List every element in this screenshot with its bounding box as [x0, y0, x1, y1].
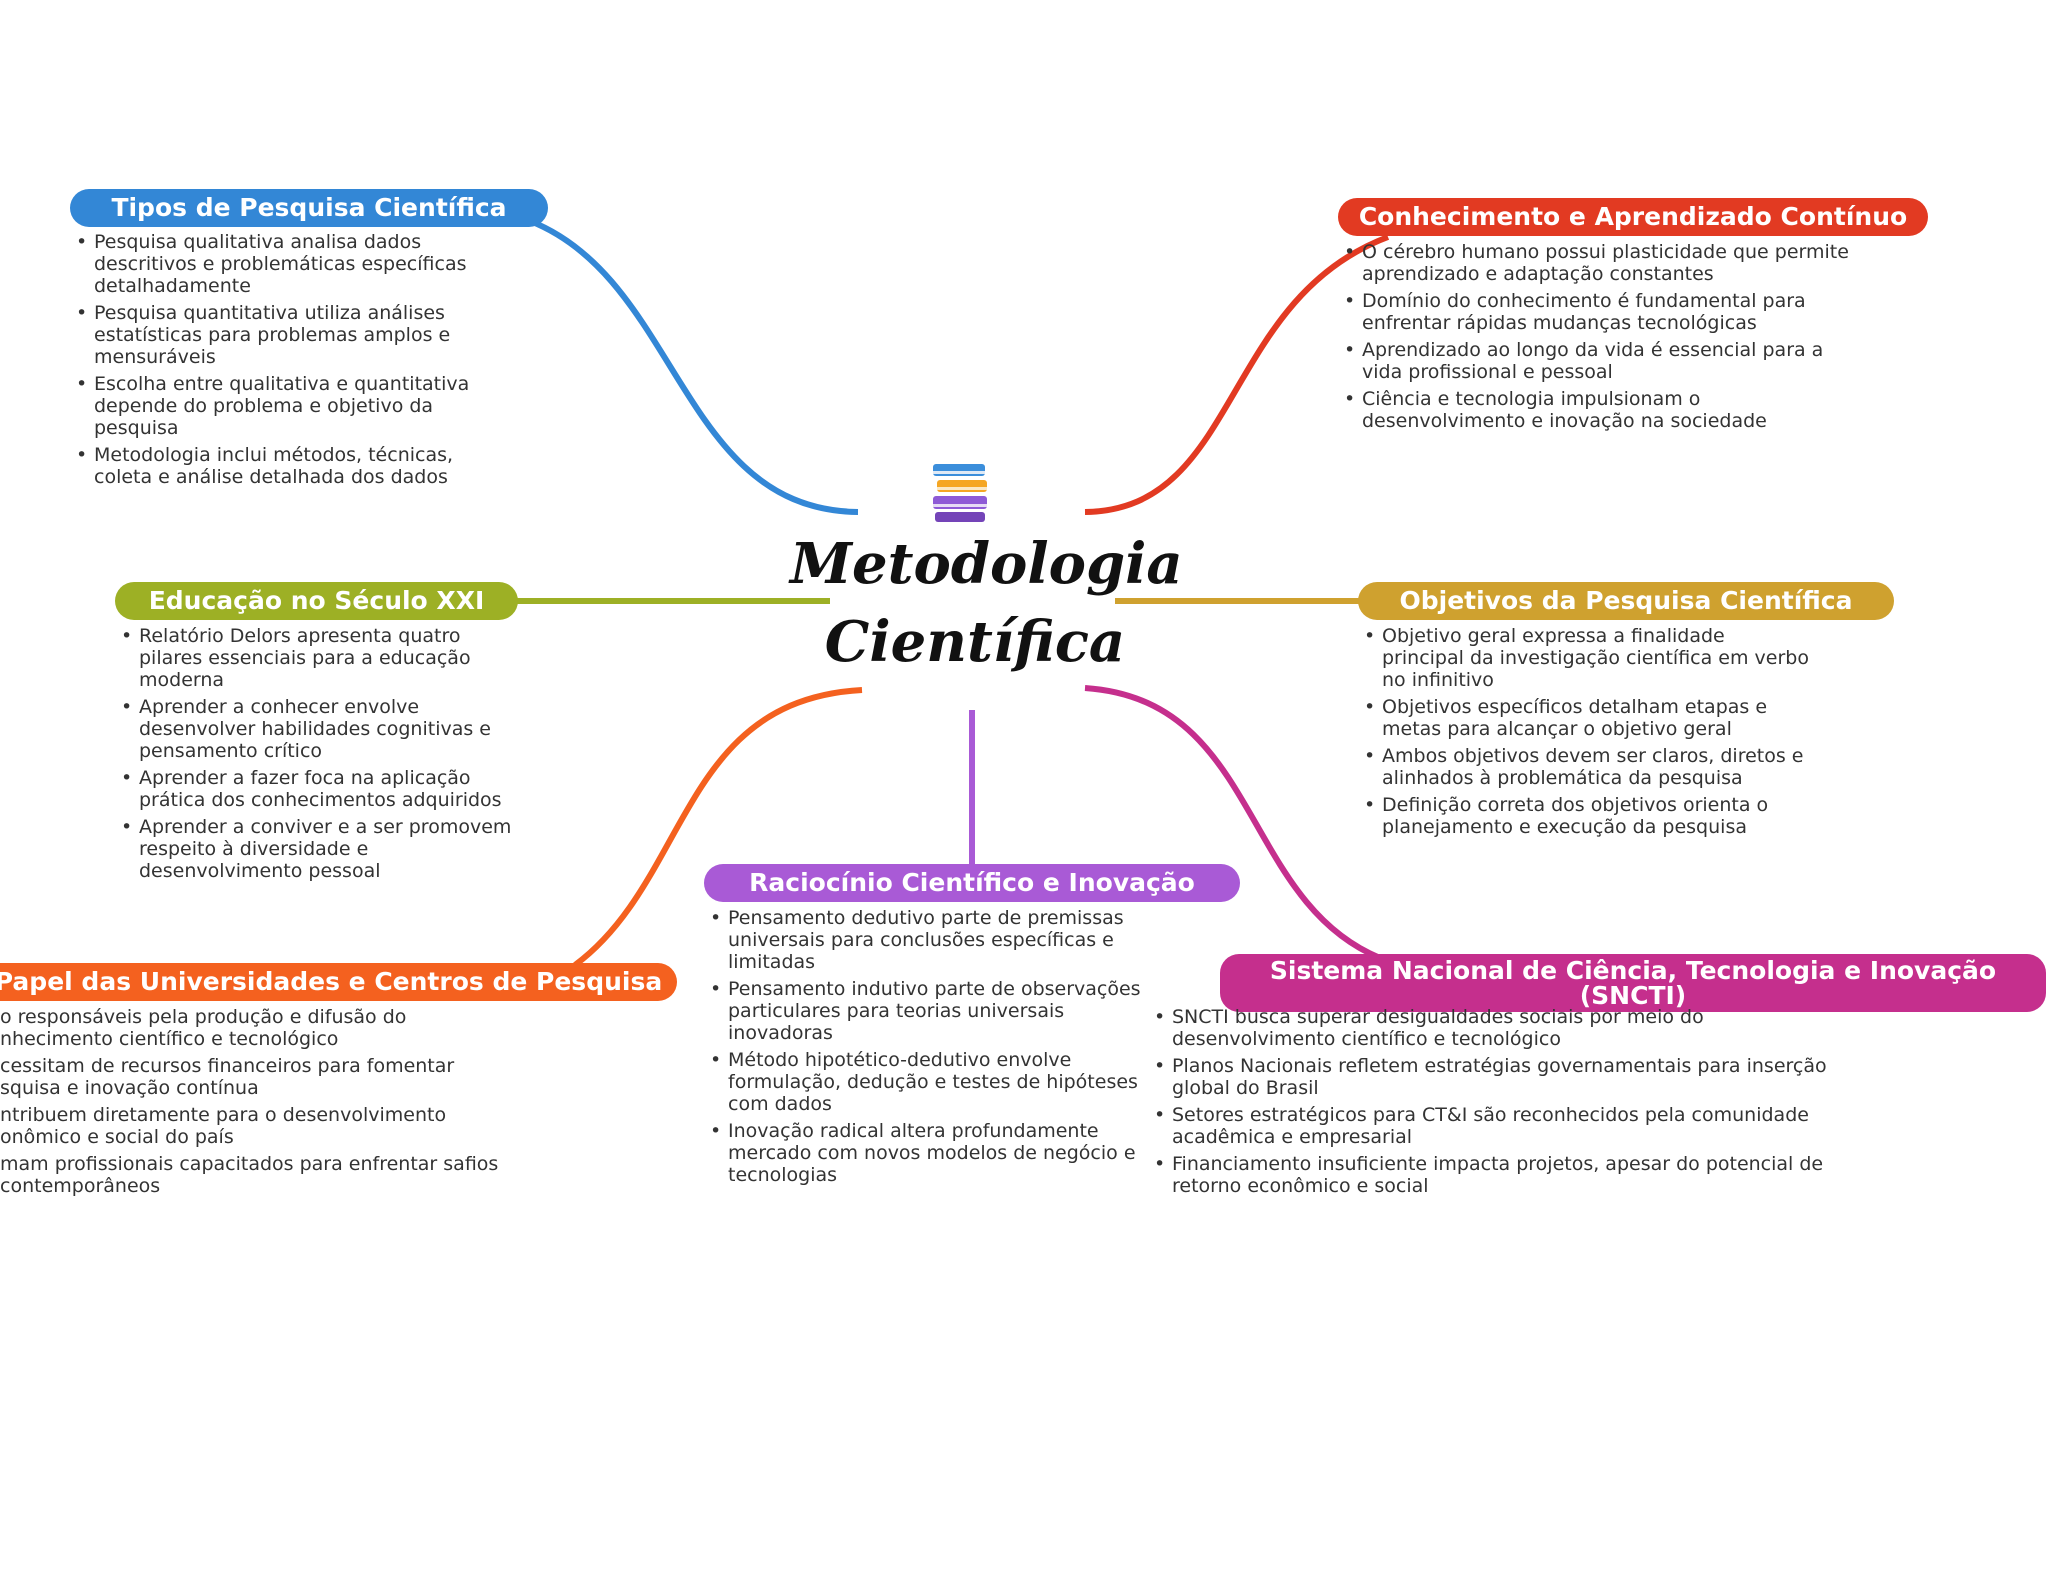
list-item: Objetivos específicos detalham etapas e …: [1362, 696, 1812, 740]
topic-conhecimento[interactable]: Conhecimento e Aprendizado Contínuo: [1338, 198, 1928, 236]
list-item: Aprender a fazer foca na aplicação práti…: [119, 767, 514, 811]
list-item: Pesquisa quantitativa utiliza análises e…: [74, 302, 494, 368]
topic-tipos-pesquisa-notes: Pesquisa qualitativa analisa dados descr…: [74, 231, 494, 493]
list-item: Setores estratégicos para CT&I são recon…: [1152, 1104, 1852, 1148]
list-item: Relatório Delors apresenta quatro pilare…: [119, 625, 514, 691]
list-item: Aprendizado ao longo da vida é essencial…: [1342, 339, 1862, 383]
list-item: Financiamento insuficiente impacta proje…: [1152, 1153, 1852, 1197]
topic-raciocinio[interactable]: Raciocínio Científico e Inovação: [704, 864, 1240, 902]
central-title-line2: Científica: [824, 609, 1126, 675]
list-item: Pensamento dedutivo parte de premissas u…: [708, 907, 1173, 973]
list-item: Metodologia inclui métodos, técnicas, co…: [74, 444, 494, 488]
topic-educacao-notes: Relatório Delors apresenta quatro pilare…: [119, 625, 514, 887]
list-item: Planos Nacionais refletem estratégias go…: [1152, 1055, 1852, 1099]
central-title-line1: Metodologia: [790, 531, 1183, 597]
list-item: SNCTI busca superar desigualdades sociai…: [1152, 1006, 1852, 1050]
connector-conhecimento: [1084, 234, 1390, 515]
list-item: Escolha entre qualitativa e quantitativa…: [74, 373, 494, 439]
list-item: Aprender a conviver e a ser promovem res…: [119, 816, 514, 882]
list-item: cessitam de recursos financeiros para fo…: [0, 1055, 500, 1099]
central-topic-title[interactable]: Metodologia Científica: [790, 525, 1183, 681]
list-item: Inovação radical altera profundamente me…: [708, 1120, 1173, 1186]
connector-sncti: [1084, 685, 1382, 961]
list-item: Aprender a conhecer envolve desenvolver …: [119, 696, 514, 762]
topic-objetivos[interactable]: Objetivos da Pesquisa Científica: [1358, 582, 1894, 620]
list-item: mam profissionais capacitados para enfre…: [0, 1153, 500, 1197]
topic-universidades-notes: o responsáveis pela produção e difusão d…: [0, 1006, 500, 1202]
list-item: ntribuem diretamente para o desenvolvime…: [0, 1104, 500, 1148]
topic-raciocinio-notes: Pensamento dedutivo parte de premissas u…: [708, 907, 1173, 1191]
topic-educacao[interactable]: Educação no Século XXI: [115, 582, 518, 620]
list-item: Domínio do conhecimento é fundamental pa…: [1342, 290, 1862, 334]
list-item: Ciência e tecnologia impulsionam o desen…: [1342, 388, 1862, 432]
topic-tipos-pesquisa[interactable]: Tipos de Pesquisa Científica: [70, 189, 548, 227]
list-item: o responsáveis pela produção e difusão d…: [0, 1006, 500, 1050]
list-item: Ambos objetivos devem ser claros, direto…: [1362, 745, 1812, 789]
topic-conhecimento-notes: O cérebro humano possui plasticidade que…: [1342, 241, 1862, 437]
connector-universidades: [573, 687, 863, 968]
books-icon: [933, 464, 987, 522]
topic-sncti-notes: SNCTI busca superar desigualdades sociai…: [1152, 1006, 1852, 1202]
list-item: Pesquisa qualitativa analisa dados descr…: [74, 231, 494, 297]
list-item: Pensamento indutivo parte de observações…: [708, 978, 1173, 1044]
topic-sncti[interactable]: Sistema Nacional de Ciência, Tecnologia …: [1220, 954, 2046, 1012]
topic-objetivos-notes: Objetivo geral expressa a finalidade pri…: [1362, 625, 1812, 843]
connector-tipos: [528, 218, 859, 515]
list-item: Objetivo geral expressa a finalidade pri…: [1362, 625, 1812, 691]
topic-universidades[interactable]: Papel das Universidades e Centros de Pes…: [0, 963, 677, 1001]
list-item: Definição correta dos objetivos orienta …: [1362, 794, 1812, 838]
list-item: Método hipotético-dedutivo envolve formu…: [708, 1049, 1173, 1115]
list-item: O cérebro humano possui plasticidade que…: [1342, 241, 1862, 285]
